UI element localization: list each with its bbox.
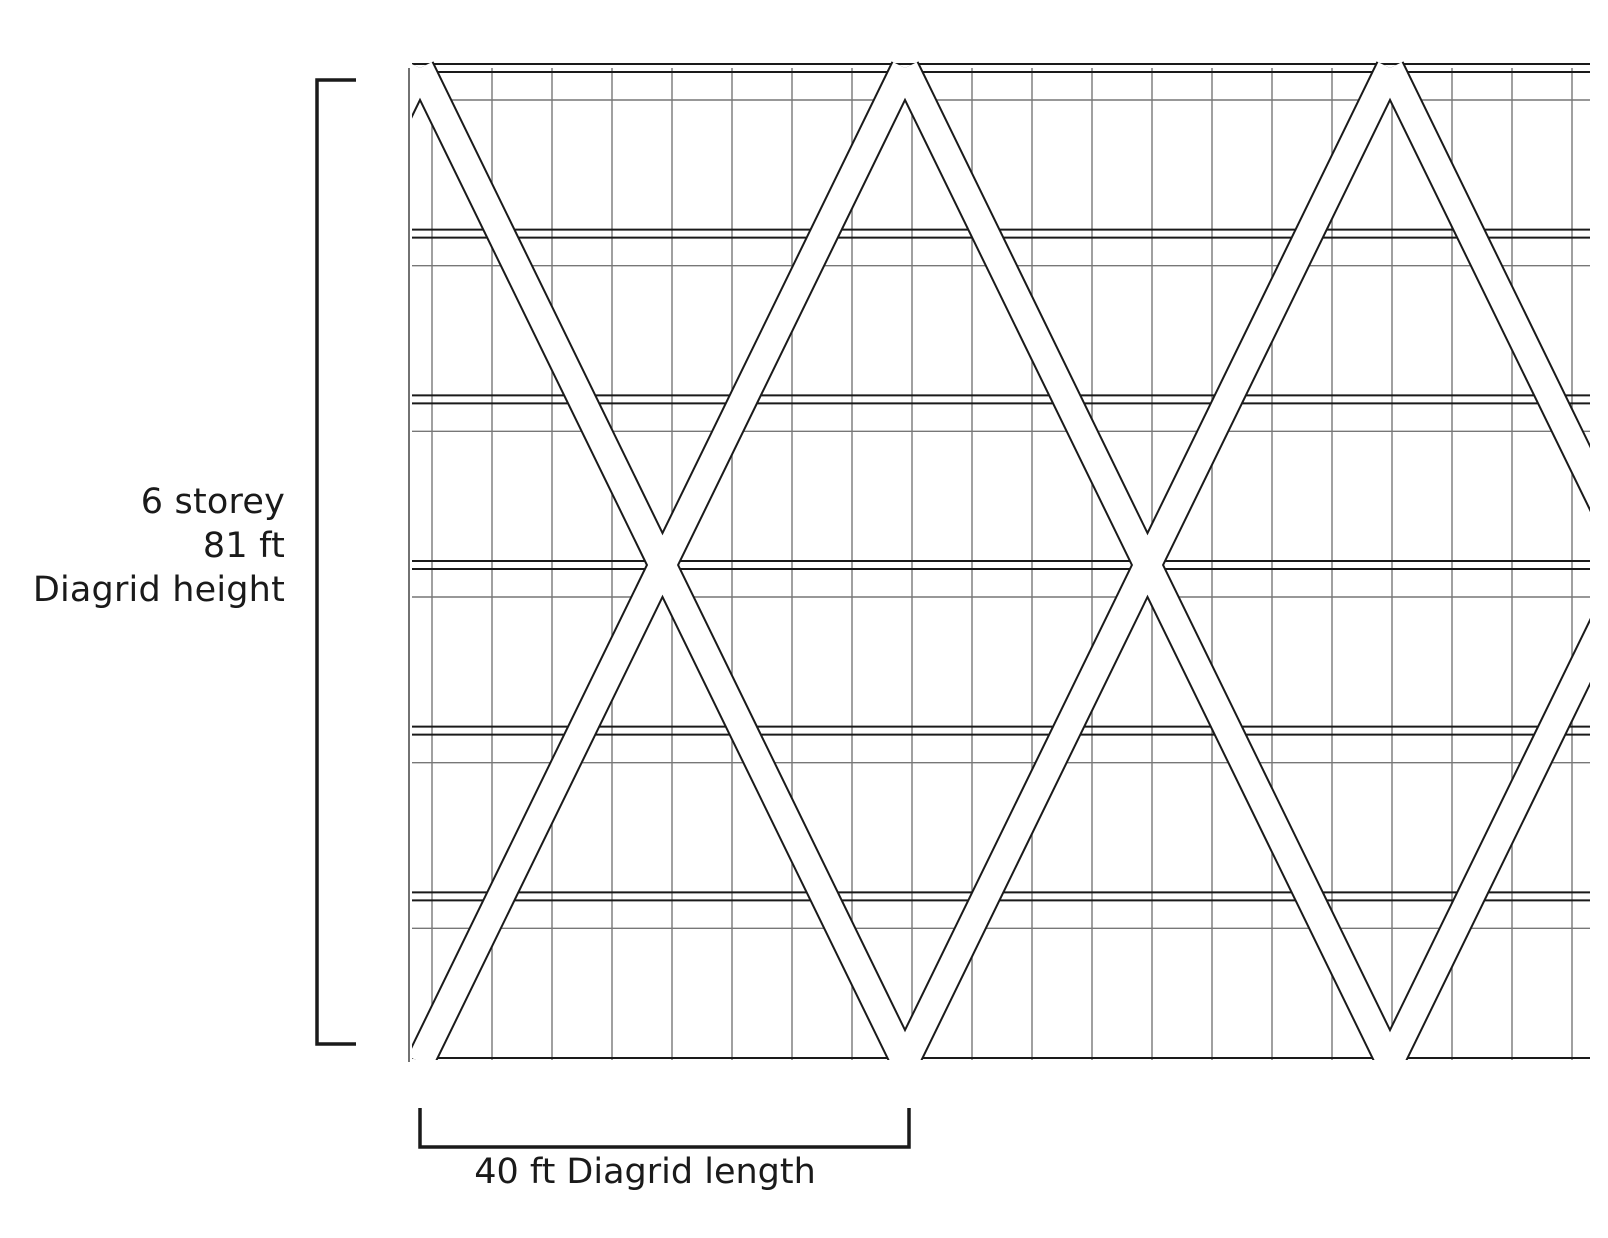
length-dimension-label: 40 ft Diagrid length — [474, 1152, 816, 1192]
floor-slab — [412, 560, 1590, 598]
height-dimension-bracket — [315, 78, 356, 1046]
storey-count-text: 6 storey — [140, 482, 285, 522]
diagonal-member — [1376, 617, 1590, 1060]
height-caption-text: Diagrid height — [32, 570, 285, 610]
floor-slabs — [412, 63, 1590, 1059]
floor-slab — [412, 725, 1590, 764]
diagrid-members — [412, 61, 1590, 1060]
diagonal-member-fill — [412, 62, 917, 1060]
vertical-mullions — [431, 68, 1573, 1060]
diagonal-member — [1376, 61, 1590, 513]
diagonal-member-fill — [1378, 62, 1590, 508]
diagonal-member-fill — [1378, 622, 1590, 1060]
height-dimension-label: 6 storey 81 ft Diagrid height — [33, 480, 285, 612]
height-value-text: 81 ft — [202, 526, 285, 566]
diagonal-member-fill — [893, 62, 1402, 1060]
floor-slab — [412, 1057, 1590, 1059]
length-dimension-bracket — [418, 1108, 911, 1149]
